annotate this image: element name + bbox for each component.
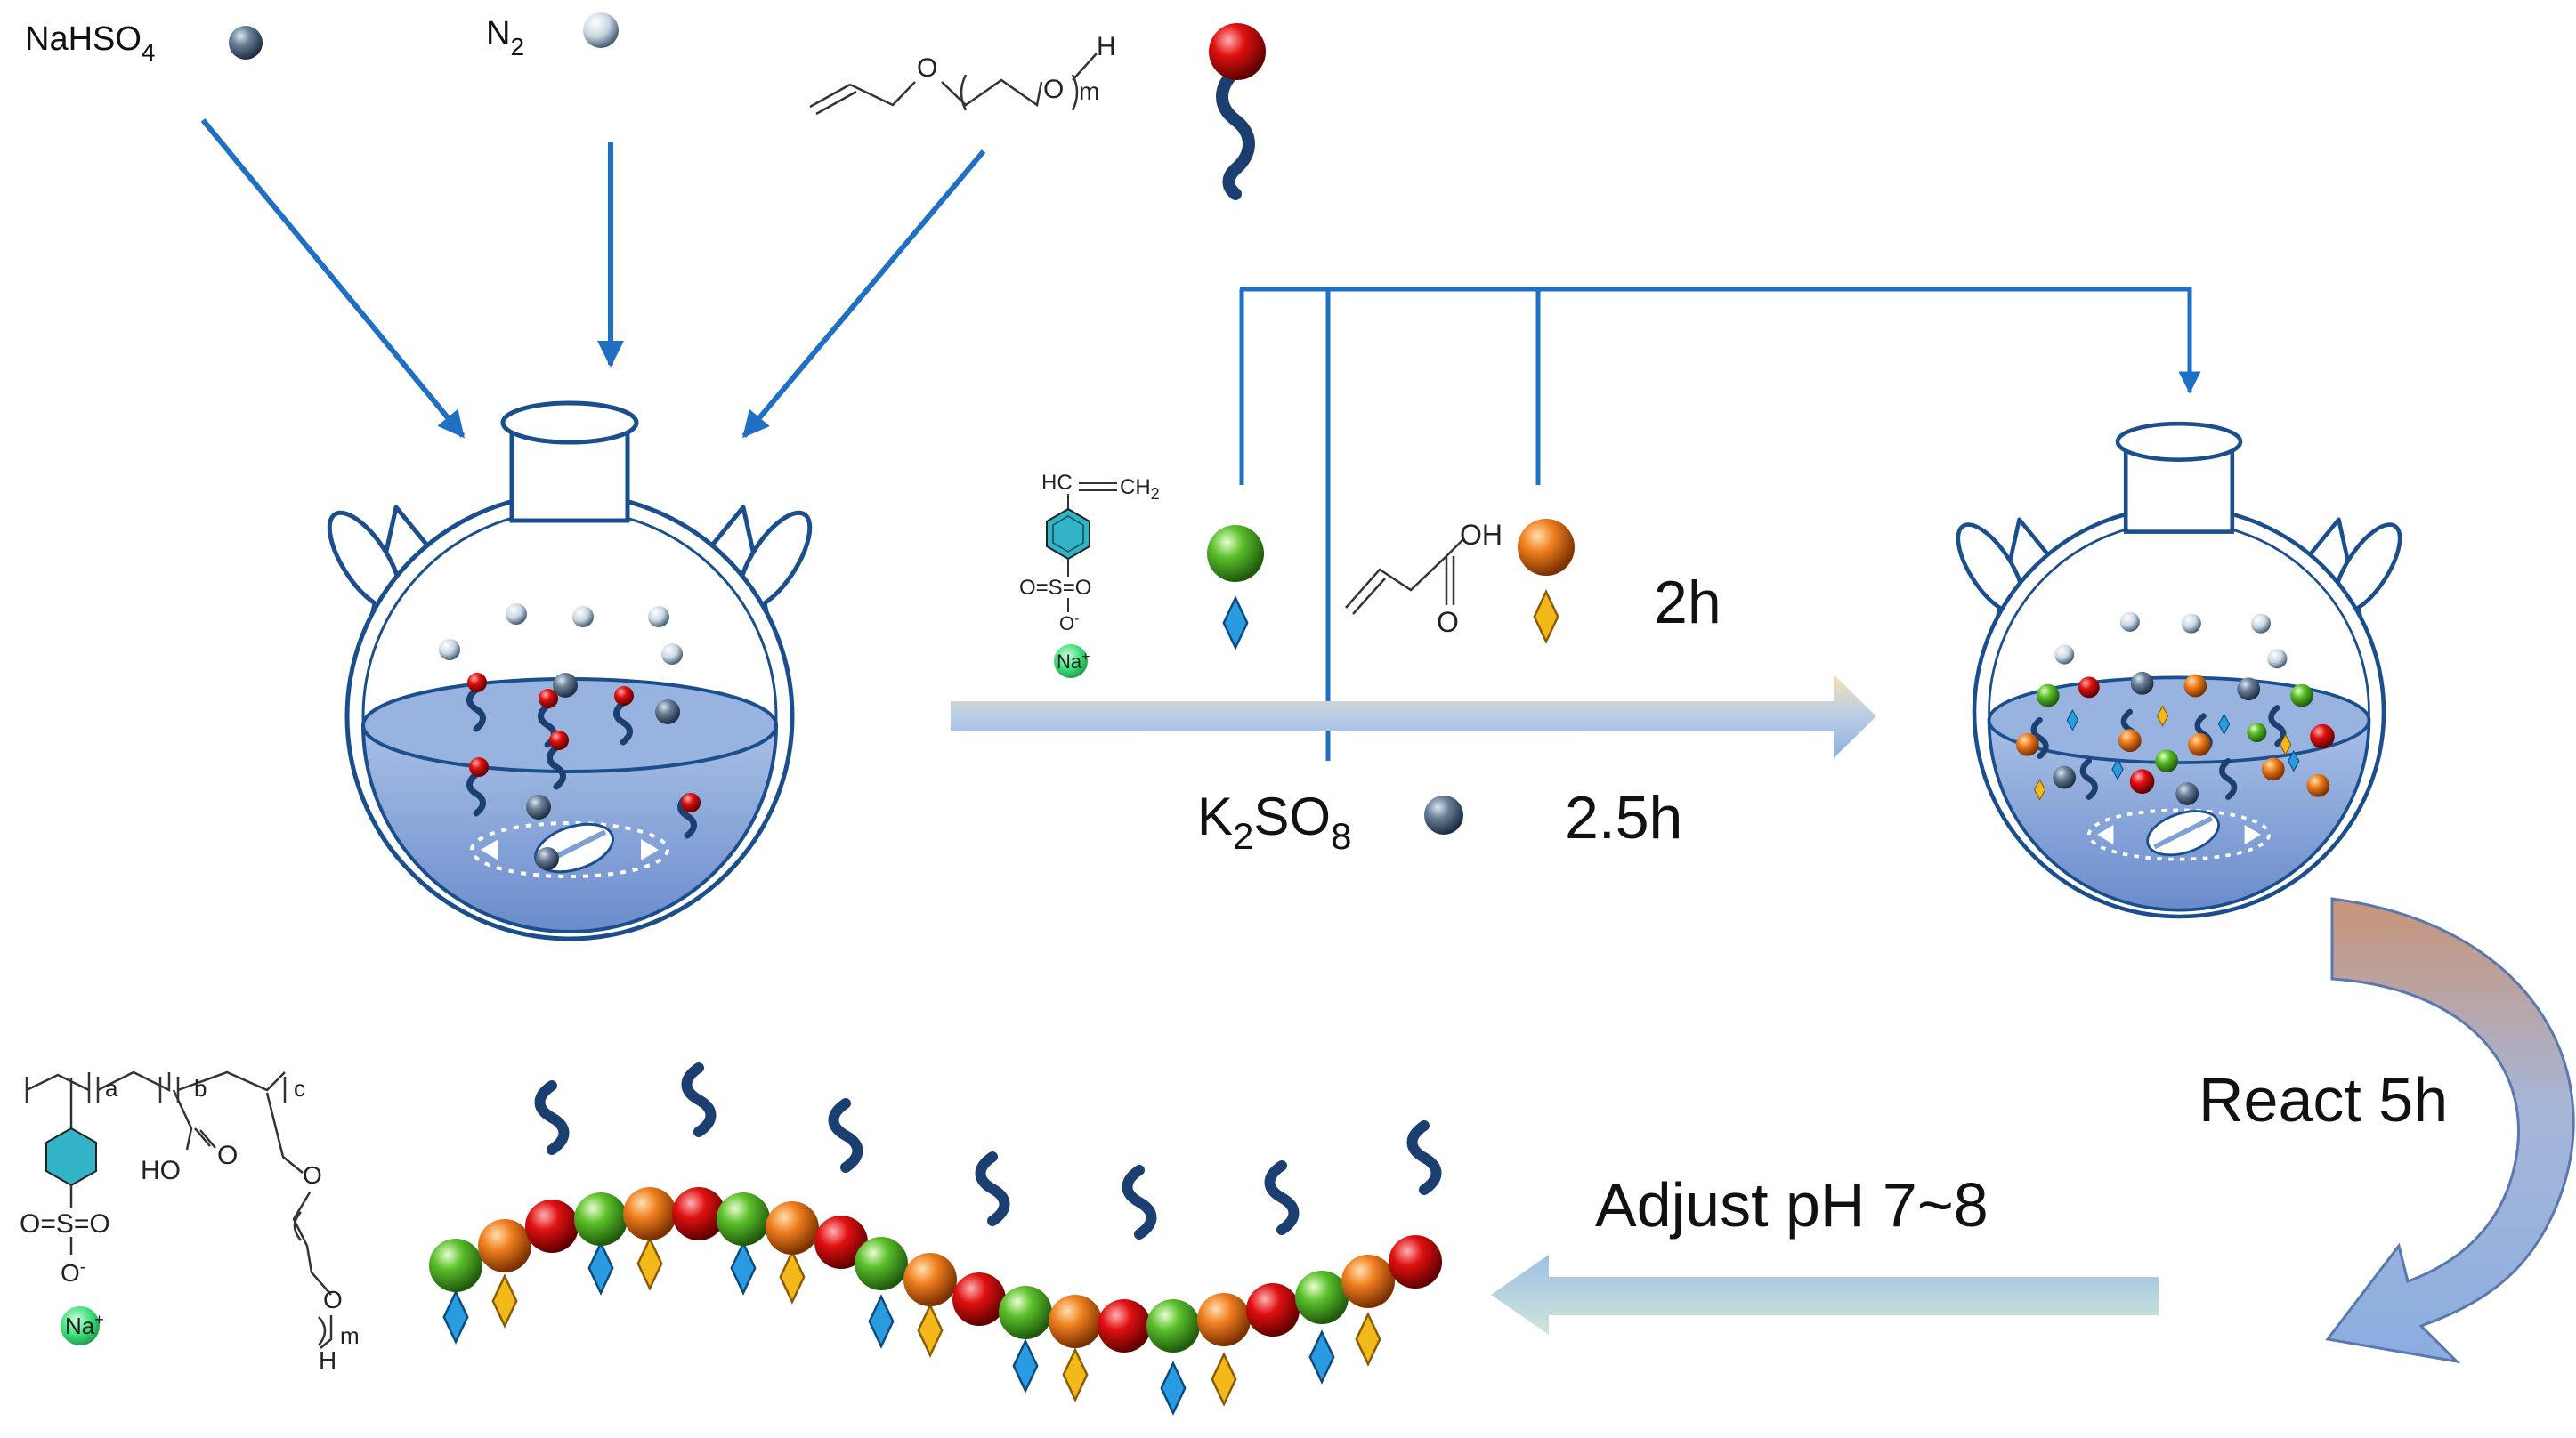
adjust-ph-label: Adjust pH 7~8 — [1595, 1170, 1989, 1240]
feed-lines — [1239, 287, 2201, 761]
apeg-monomer-icon — [1209, 23, 1266, 200]
nahso4-subscript: 4 — [142, 38, 156, 66]
product-structure: a b c O=S=O O- Na+ HO O O O H m — [20, 1070, 360, 1374]
sss-na-icon — [1054, 644, 1088, 678]
product-ho: HO — [141, 1156, 181, 1185]
svg-text:NaHSO4: NaHSO4 — [25, 20, 156, 66]
svg-text:Na+: Na+ — [65, 1311, 104, 1339]
k2s2o8-ksub: 2 — [1233, 815, 1253, 857]
aa-o: O — [1437, 606, 1459, 638]
apeg-h: H — [1097, 32, 1116, 61]
n2-label: N — [486, 15, 510, 53]
reagent-k2s2o8: K2SO8 — [1197, 787, 1463, 857]
product-carbonyl-o: O — [217, 1141, 238, 1170]
apeg-o1: O — [917, 53, 937, 83]
k2s2o8-sphere-icon — [1424, 796, 1463, 835]
product-na-icon — [61, 1306, 100, 1345]
sss-hc: HC — [1041, 471, 1073, 495]
product-benzene-ring — [45, 1127, 97, 1187]
apeg-o2: O — [1043, 75, 1064, 104]
sss-minus: - — [1074, 611, 1079, 626]
reagent-nahso4: NaHSO4 — [25, 20, 263, 66]
svg-text:CH2: CH2 — [1120, 475, 1160, 503]
time-2-5h: 2.5h — [1565, 784, 1682, 852]
sss-ch2: CH — [1120, 475, 1151, 499]
process-arrow-right — [951, 675, 1876, 758]
k2s2o8-so: SO — [1253, 787, 1331, 846]
n2-sphere-icon — [583, 12, 619, 48]
product-ether-o1: O — [303, 1161, 322, 1189]
sss-so3: O=S=O — [1019, 576, 1091, 600]
product-sub-c: c — [294, 1075, 305, 1102]
product-m: m — [340, 1322, 360, 1349]
product-na-plus: + — [94, 1311, 104, 1329]
sss-na: Na — [1057, 650, 1082, 673]
product-so3: O=S=O — [20, 1209, 110, 1239]
flask-reaction — [1946, 424, 2412, 917]
react-step-label: React 5h — [2199, 1065, 2448, 1135]
svg-text:O-: O- — [1059, 611, 1079, 634]
apeg-structure: O O H m — [809, 32, 1116, 116]
svg-text:K2SO8: K2SO8 — [1197, 787, 1351, 857]
sss-ch2-sub: 2 — [1151, 485, 1160, 503]
apeg-m: m — [1079, 77, 1099, 105]
process-arrow-left — [1491, 1255, 2159, 1335]
sss-na-plus: + — [1081, 650, 1090, 665]
svg-text:N2: N2 — [486, 15, 524, 61]
svg-text:O-: O- — [61, 1257, 85, 1287]
nahso4-sphere-icon — [229, 26, 263, 60]
n2-subscript: 2 — [510, 33, 524, 61]
svg-text:Na+: Na+ — [1057, 650, 1090, 673]
bubbles-flask2 — [2054, 611, 2288, 669]
product-h: H — [319, 1346, 336, 1374]
react-curved-arrow — [2325, 897, 2575, 1364]
feed-arrows — [200, 118, 986, 439]
flask-initial — [316, 403, 822, 939]
sss-o-minus: O — [1059, 612, 1074, 634]
sss-structure: HC CH2 O=S=O O- Na+ — [1019, 471, 1160, 678]
nahso4-label: NaHSO — [25, 20, 142, 58]
product-sub-b: b — [194, 1075, 207, 1102]
aa-monomer-icon — [1518, 519, 1575, 643]
n2-bubbles — [439, 603, 683, 665]
product-o-minus: O — [61, 1259, 80, 1287]
aa-structure: OH O — [1345, 519, 1503, 638]
product-sub-a: a — [105, 1075, 118, 1102]
product-na: Na — [65, 1313, 95, 1339]
polymer-chain — [429, 1068, 1442, 1415]
polymer-backbone-beads — [429, 1187, 1442, 1353]
product-minus: - — [80, 1257, 86, 1277]
product-ether-o2: O — [323, 1286, 343, 1313]
reagent-n2: N2 — [486, 12, 619, 61]
k2s2o8-k: K — [1197, 787, 1233, 846]
sss-monomer-icon — [1207, 525, 1264, 650]
k2s2o8-sosub: 8 — [1331, 815, 1351, 857]
aa-oh: OH — [1460, 519, 1503, 551]
mixture-in-solution — [2015, 671, 2335, 805]
time-2h: 2h — [1654, 569, 1721, 636]
apeg-in-solution — [467, 673, 701, 870]
